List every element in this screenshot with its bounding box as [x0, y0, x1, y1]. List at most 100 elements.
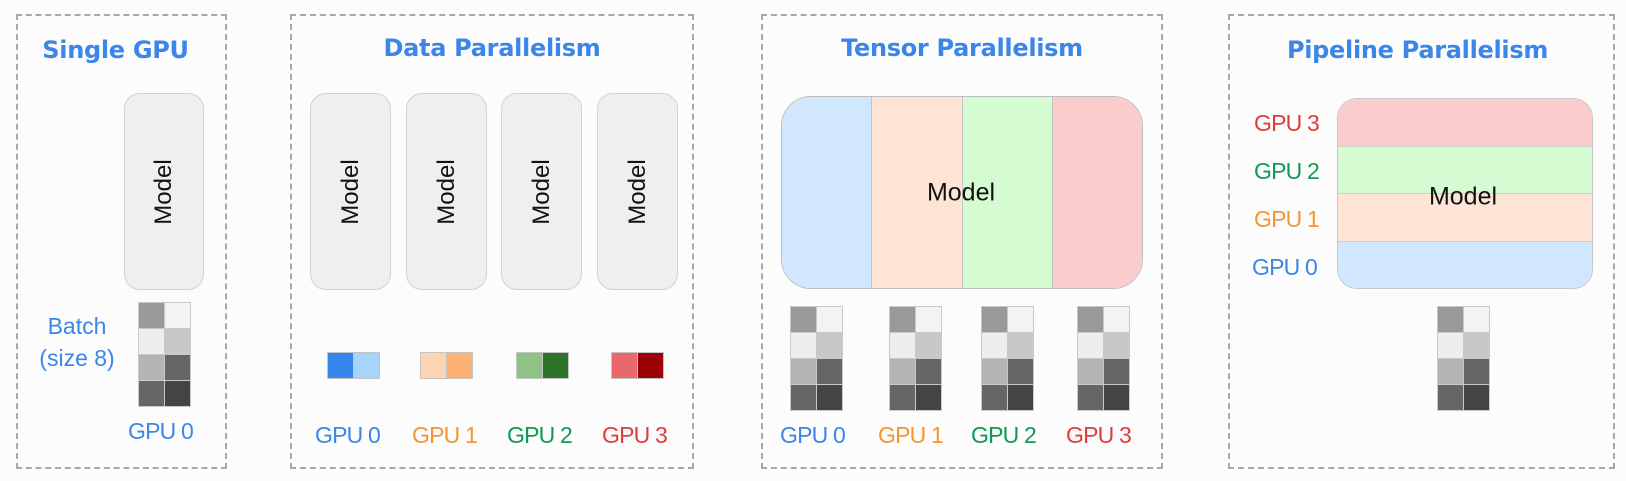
batch-sample-r0-c1 — [165, 303, 190, 328]
data-parallelism-title: Data Parallelism — [383, 34, 601, 62]
batch-grid — [138, 302, 191, 407]
tensor-parallelism-panel: Tensor Parallelism Model GPU 0 GPU 1 GPU… — [761, 14, 1163, 469]
tp-slice-gpu2 — [961, 97, 1052, 288]
pp-gpu-label-2: GPU 2 — [1254, 158, 1320, 184]
batch-sample-r3-c0 — [1438, 385, 1463, 410]
batch-sample-r3-c0 — [982, 385, 1007, 410]
batch-shard-sample-0 — [612, 353, 637, 378]
single-gpu-title: Single GPU — [42, 36, 189, 64]
dp-gpu-label-0: GPU 0 — [315, 422, 381, 448]
tp-gpu-label-3: GPU 3 — [1066, 422, 1132, 448]
batch-shard-sample-0 — [421, 353, 446, 378]
batch-sample-r2-c0 — [1078, 359, 1103, 384]
batch-sample-r3-c1 — [916, 385, 941, 410]
batch-shard-sample-1 — [354, 353, 379, 378]
batch-sample-r0-c1 — [1464, 307, 1489, 332]
tp-gpu-label-1: GPU 1 — [878, 422, 944, 448]
batch-sample-r2-c0 — [890, 359, 915, 384]
gpu-label: GPU 0 — [128, 418, 194, 444]
dp-batch-shard-gpu2 — [516, 352, 569, 379]
pp-gpu-label-1: GPU 1 — [1254, 206, 1320, 232]
dp-model-gpu2: Model — [501, 93, 582, 290]
tp-gpu-label-0: GPU 0 — [780, 422, 846, 448]
batch-sample-r2-c1 — [1464, 359, 1489, 384]
batch-label: Batch (size 8) — [22, 310, 132, 374]
batch-sample-r0-c1 — [1104, 307, 1129, 332]
batch-sample-r0-c0 — [1438, 307, 1463, 332]
model-label: Model — [527, 158, 555, 225]
dp-batch-shard-gpu0 — [327, 352, 380, 379]
batch-sample-r2-c1 — [1008, 359, 1033, 384]
dp-gpu-label-1: GPU 1 — [412, 422, 478, 448]
batch-sample-r0-c1 — [1008, 307, 1033, 332]
batch-label-line1: Batch — [47, 313, 107, 339]
batch-sample-r1-c1 — [1104, 333, 1129, 358]
model-label: Model — [623, 158, 651, 225]
batch-sample-r3-c0 — [1078, 385, 1103, 410]
model-label: Model — [336, 158, 364, 225]
dp-batch-shard-gpu1 — [420, 352, 473, 379]
pp-stage-gpu0 — [1338, 240, 1592, 288]
tp-batch-gpu3 — [1077, 306, 1130, 411]
batch-shard-sample-0 — [328, 353, 353, 378]
tp-slice-gpu1 — [871, 97, 962, 288]
batch-sample-r3-c1 — [817, 385, 842, 410]
batch-sample-r2-c0 — [139, 355, 164, 380]
batch-sample-r1-c0 — [1438, 333, 1463, 358]
pp-gpu-label-3: GPU 3 — [1254, 110, 1320, 136]
batch-sample-r1-c1 — [165, 329, 190, 354]
pipeline-parallelism-panel: Pipeline Parallelism GPU 3 GPU 2 GPU 1 G… — [1228, 14, 1615, 469]
pp-stage-gpu1 — [1338, 193, 1592, 241]
pp-batch-grid — [1437, 306, 1490, 411]
batch-sample-r3-c1 — [1464, 385, 1489, 410]
pp-model-label: Model — [1428, 182, 1498, 211]
dp-model-gpu0: Model — [310, 93, 391, 290]
tensor-parallelism-title: Tensor Parallelism — [841, 34, 1083, 62]
dp-model-gpu1: Model — [406, 93, 487, 290]
batch-sample-r0-c0 — [139, 303, 164, 328]
model-label: Model — [150, 158, 177, 225]
batch-sample-r0-c1 — [916, 307, 941, 332]
batch-sample-r2-c0 — [982, 359, 1007, 384]
batch-sample-r3-c0 — [791, 385, 816, 410]
pipeline-parallelism-title: Pipeline Parallelism — [1286, 36, 1549, 64]
batch-sample-r1-c0 — [139, 329, 164, 354]
batch-label-line2: (size 8) — [39, 345, 115, 371]
tp-batch-gpu0 — [790, 306, 843, 411]
batch-sample-r2-c1 — [916, 359, 941, 384]
batch-sample-r0-c0 — [982, 307, 1007, 332]
tp-batch-gpu1 — [889, 306, 942, 411]
batch-sample-r1-c1 — [1464, 333, 1489, 358]
data-parallelism-panel: Data Parallelism Model Model Model Model… — [290, 14, 694, 469]
dp-gpu-label-3: GPU 3 — [602, 422, 668, 448]
batch-shard-sample-1 — [638, 353, 663, 378]
batch-sample-r3-c1 — [1008, 385, 1033, 410]
pp-gpu-label-0: GPU 0 — [1252, 254, 1318, 280]
batch-shard-sample-1 — [447, 353, 472, 378]
batch-sample-r0-c1 — [817, 307, 842, 332]
batch-sample-r3-c1 — [165, 381, 190, 406]
batch-shard-sample-0 — [517, 353, 542, 378]
tp-slice-gpu3 — [1051, 97, 1142, 288]
pp-stage-gpu2 — [1338, 145, 1592, 193]
tp-model — [781, 96, 1143, 289]
batch-sample-r2-c0 — [791, 359, 816, 384]
tp-batch-gpu2 — [981, 306, 1034, 411]
pp-stage-gpu3 — [1338, 99, 1592, 146]
batch-sample-r2-c1 — [165, 355, 190, 380]
batch-sample-r3-c0 — [890, 385, 915, 410]
batch-sample-r0-c0 — [791, 307, 816, 332]
batch-sample-r2-c1 — [817, 359, 842, 384]
tp-slice-gpu0 — [782, 97, 872, 288]
batch-sample-r1-c0 — [890, 333, 915, 358]
batch-sample-r3-c0 — [139, 381, 164, 406]
batch-sample-r1-c0 — [982, 333, 1007, 358]
dp-model-gpu3: Model — [597, 93, 678, 290]
batch-sample-r3-c1 — [1104, 385, 1129, 410]
batch-sample-r2-c0 — [1438, 359, 1463, 384]
batch-sample-r0-c0 — [1078, 307, 1103, 332]
tp-model-label: Model — [926, 178, 996, 207]
model-label: Model — [432, 158, 460, 225]
pp-model — [1337, 98, 1593, 289]
batch-shard-sample-1 — [543, 353, 568, 378]
